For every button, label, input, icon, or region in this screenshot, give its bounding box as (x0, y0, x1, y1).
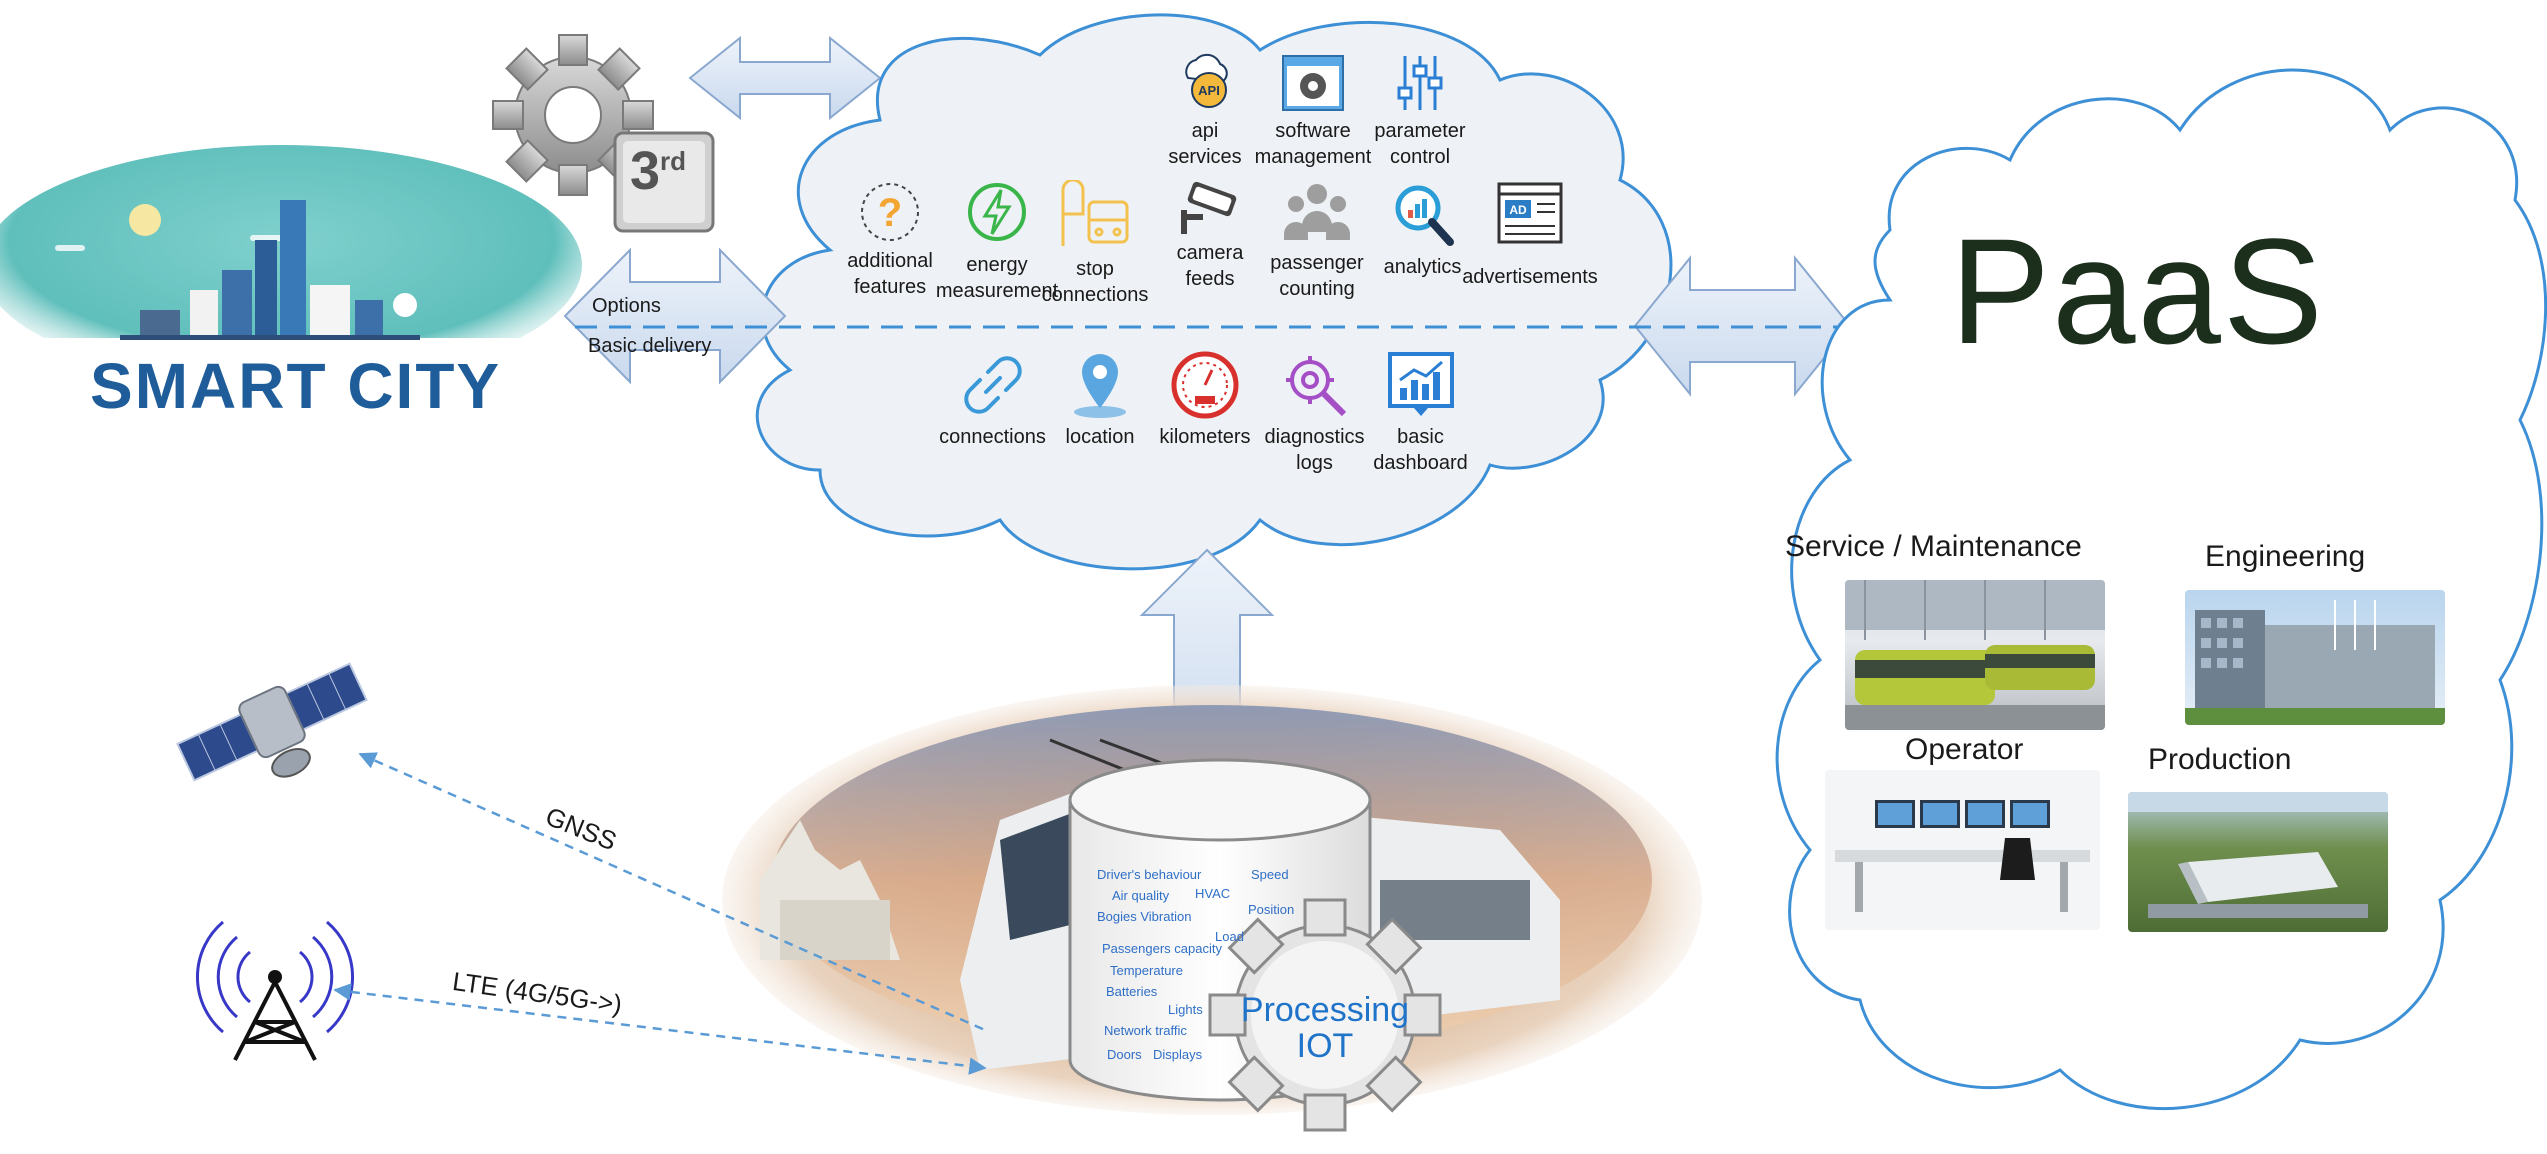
factory-aerial-image (2128, 792, 2388, 918)
camera-icon (1181, 181, 1237, 234)
link-icon (963, 356, 1022, 414)
dept-engineering-label: Engineering (2205, 540, 2366, 573)
db-item-network-traffic: Network traffic (1104, 1023, 1187, 1038)
service-api[interactable]: API api services (1160, 52, 1250, 170)
services-cloud (755, 13, 1673, 571)
svg-text:AD: AD (1509, 203, 1527, 217)
db-item-batteries: Batteries (1106, 984, 1158, 999)
service-camera-feeds[interactable]: camera feeds (1165, 180, 1255, 292)
db-item-lights: Lights (1168, 1002, 1203, 1017)
service-connections[interactable]: connections (935, 350, 1050, 450)
office-building-image (2185, 600, 2445, 725)
db-item-hvac: HVAC (1195, 886, 1231, 901)
processing-iot-label: Processing IOT (1240, 991, 1410, 1065)
dept-operator-label: Operator (1905, 733, 2024, 766)
service-diagnostics-logs[interactable]: diagnostics logs (1262, 350, 1367, 476)
options-label: Options (592, 295, 661, 317)
service-kilometers[interactable]: kilometers (1155, 350, 1255, 450)
db-item-air-quality: Air quality (1112, 888, 1170, 903)
satellite-icon (176, 662, 368, 782)
smart-city-label: SMART CITY (90, 350, 502, 422)
diagnostics-icon (1285, 356, 1346, 417)
slider-control-icon (1397, 56, 1443, 110)
db-item-load: Load (1215, 929, 1244, 944)
tram-depot-image (1845, 580, 2105, 730)
control-desk-image (1835, 800, 2090, 912)
smart-city-double-arrow (563, 247, 787, 385)
service-basic-dashboard[interactable]: basic dashboard (1368, 350, 1473, 476)
cell-tower-icon (195, 920, 355, 1061)
service-stop-connections[interactable]: stop connections (1035, 180, 1155, 308)
service-parameter-control[interactable]: parameter control (1370, 52, 1470, 170)
db-item-drivers-behaviour: Driver's behaviour (1097, 867, 1202, 882)
db-item-temperature: Temperature (1110, 963, 1183, 978)
db-item-displays: Displays (1153, 1047, 1203, 1062)
basic-delivery-label: Basic delivery (588, 335, 712, 357)
engineering-building-photo (2185, 590, 2445, 725)
dept-production-label: Production (2148, 743, 2292, 776)
energy-icon (968, 183, 1026, 241)
operator-control-desk-photo (1825, 770, 2100, 930)
service-additional-features[interactable]: ? additional features (840, 180, 940, 300)
location-pin-icon (1074, 354, 1126, 418)
analytics-icon (1395, 185, 1454, 246)
third-party-label: 3rd (630, 141, 687, 201)
speedometer-icon (1171, 351, 1239, 419)
lte-link (333, 983, 987, 1075)
db-item-doors: Doors (1107, 1047, 1142, 1062)
production-factory-photo (2128, 792, 2388, 932)
smart-city-illustration (0, 145, 582, 458)
question-icon: ? (861, 183, 919, 241)
db-item-speed: Speed (1251, 867, 1289, 882)
db-item-passengers-capacity: Passengers capacity (1102, 941, 1222, 956)
service-location[interactable]: location (1055, 350, 1145, 450)
db-item-bogies-vibration: Bogies Vibration (1097, 909, 1192, 924)
paas-title: PaaS (1950, 207, 2325, 375)
service-passenger-counting[interactable]: passenger counting (1262, 180, 1372, 302)
svg-text:?: ? (878, 191, 902, 235)
maintenance-tram-photo (1845, 580, 2105, 730)
dashboard-icon (1387, 352, 1454, 416)
dept-service-maintenance-label: Service / Maintenance (1785, 530, 2082, 563)
service-analytics[interactable]: analytics (1375, 180, 1470, 280)
api-icon: API (1185, 53, 1228, 108)
ad-icon: AD (1497, 182, 1563, 244)
gnss-link (358, 752, 986, 1032)
svg-text:API: API (1198, 83, 1220, 98)
third-party-double-arrow (688, 35, 882, 121)
service-software-management[interactable]: software management (1248, 52, 1378, 170)
processing-gear-icon (1208, 898, 1442, 1132)
db-item-position: Position (1248, 902, 1295, 917)
service-energy-measurement[interactable]: energy measurement (932, 180, 1062, 304)
third-party-gear-icon (492, 34, 715, 233)
bus-stop-icon (1061, 180, 1129, 246)
people-icon (1284, 184, 1350, 240)
software-gear-icon (1282, 55, 1344, 111)
service-advertisements[interactable]: AD advertisements (1450, 180, 1610, 290)
